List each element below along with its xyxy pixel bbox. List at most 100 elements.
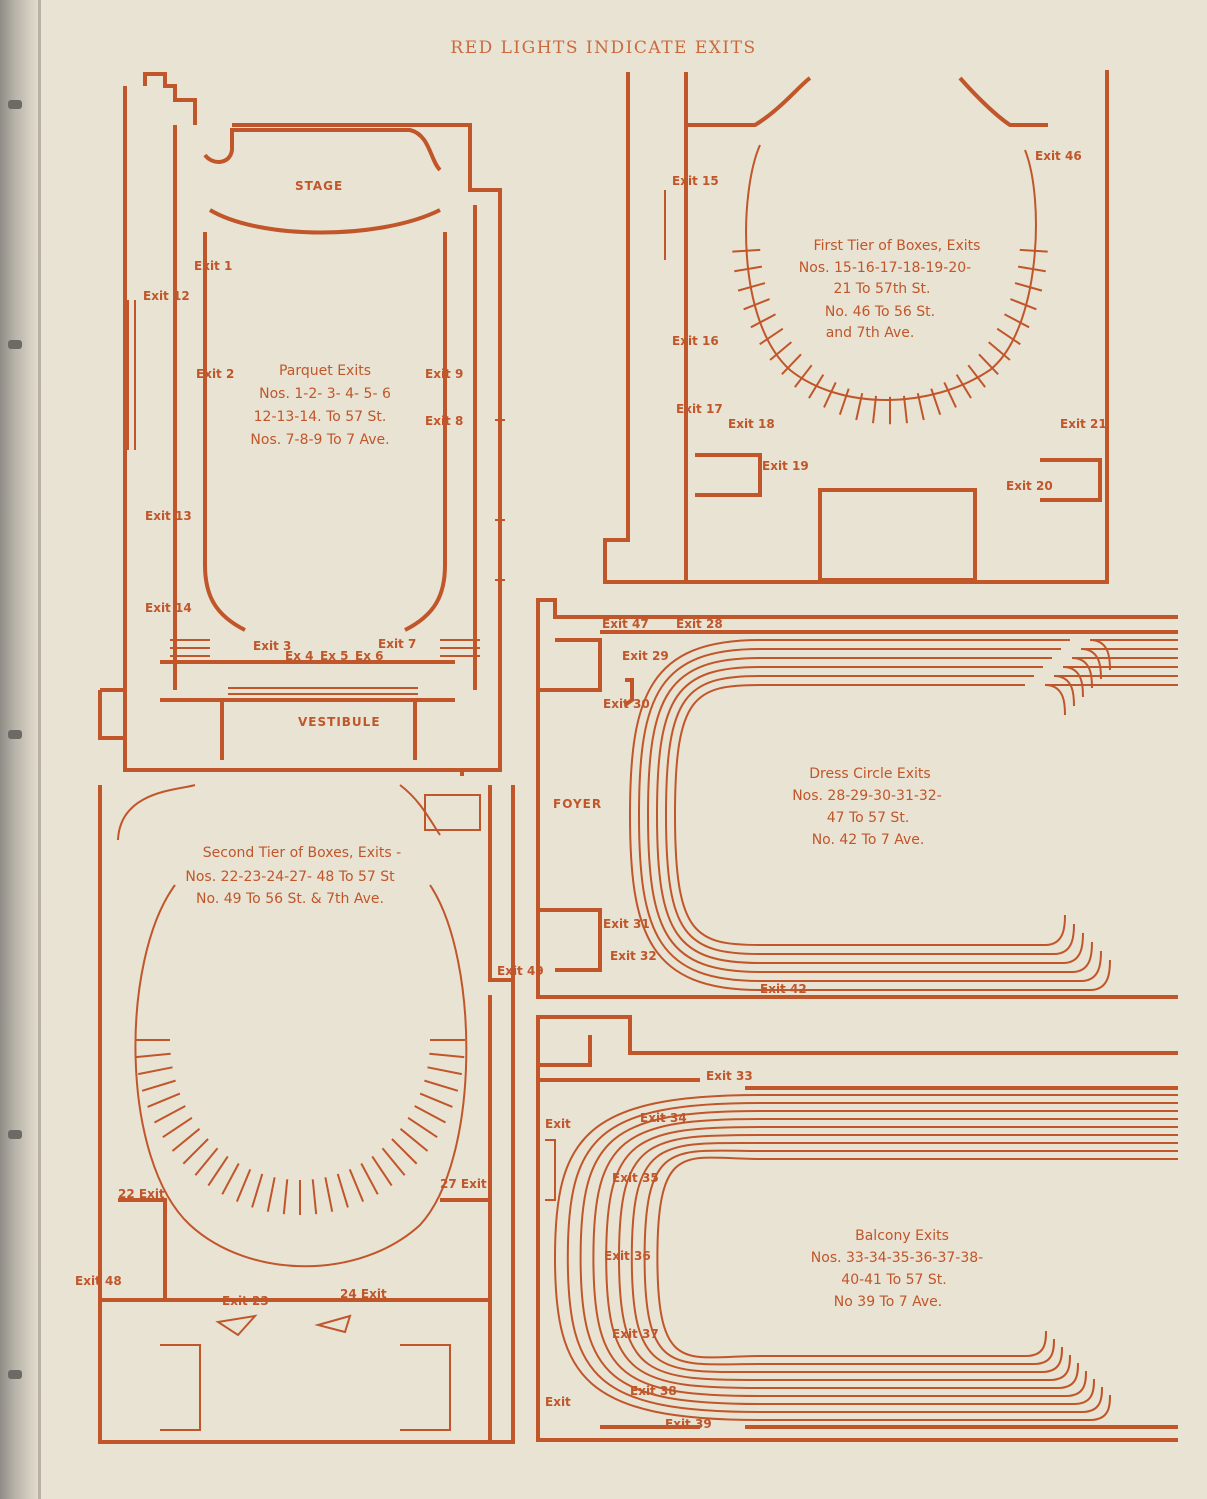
seat-row	[1080, 648, 1178, 680]
box-partition	[808, 374, 825, 399]
dress-circle-seat-rows	[628, 639, 1178, 991]
exit-label: Exit 2	[196, 367, 234, 381]
box-partition	[182, 1138, 209, 1165]
dress-circle-caption-line: 47 To 57 St.	[827, 810, 910, 826]
box-partition	[311, 1179, 318, 1215]
seat-row	[637, 648, 1102, 982]
exit-label: Exit 28	[676, 617, 723, 631]
parquet-caption-line: Nos. 1-2- 3- 4- 5- 6	[259, 386, 391, 402]
box-partition	[930, 388, 942, 416]
second-tier-caption-line: Nos. 22-23-24-27- 48 To 57 St	[185, 869, 395, 885]
first-tier-caption-line: Nos. 15-16-17-18-19-20-	[799, 260, 971, 276]
box-partition	[781, 353, 802, 375]
foyer-label: FOYER	[553, 797, 602, 811]
seat-row	[1044, 684, 1178, 716]
box-partition	[737, 282, 766, 292]
seat-row	[664, 675, 1075, 955]
box-partition	[955, 374, 972, 399]
exit-label: Exit 1	[194, 259, 232, 273]
seat-row	[1062, 666, 1178, 698]
exit-label: Exit 9	[425, 367, 463, 381]
staple-mark	[8, 340, 22, 349]
seat-row	[656, 1156, 1178, 1359]
dress-circle-caption-line: Nos. 28-29-30-31-32-	[792, 788, 942, 804]
exit-label: Exit 47	[602, 617, 649, 631]
box-partition	[794, 364, 813, 388]
seat-row	[566, 1102, 1178, 1413]
box-partition	[902, 395, 908, 424]
seat-row	[592, 1118, 1178, 1397]
staple-mark	[8, 730, 22, 739]
exit-label: Exit 8	[425, 414, 463, 428]
exit-label: Exit 30	[603, 697, 650, 711]
box-partition	[414, 1105, 446, 1124]
box-partition	[137, 1066, 173, 1076]
box-partition	[221, 1162, 240, 1195]
box-partition	[407, 1116, 438, 1139]
exit-label: Exit 12	[143, 289, 190, 303]
exit-label: Exit 15	[672, 174, 719, 188]
binding-strip	[0, 0, 40, 1499]
box-partition	[360, 1162, 379, 1195]
seat-row	[1089, 639, 1178, 671]
stage-outline	[203, 128, 442, 172]
second-tier-box-partitions	[135, 1039, 465, 1215]
exit-label: Ex 6	[355, 649, 383, 663]
dress-circle-caption-line: Dress Circle Exits	[809, 766, 930, 782]
second-tier-box-curve	[134, 884, 468, 1268]
first-tier-north-wall	[686, 76, 812, 127]
seat-row	[1053, 675, 1178, 707]
staple-mark	[8, 100, 22, 109]
parquet-caption-line: 12-13-14. To 57 St.	[254, 409, 387, 425]
box-partition	[336, 1173, 349, 1208]
first-tier-caption-line: First Tier of Boxes, Exits	[814, 238, 981, 254]
seat-row	[605, 1126, 1178, 1389]
box-partition	[282, 1179, 289, 1215]
auditorium-west-wall	[203, 232, 246, 632]
exit-label: Exit 39	[665, 1417, 712, 1431]
box-partition	[855, 392, 864, 421]
box-partition	[743, 298, 770, 311]
box-partition	[943, 382, 957, 408]
box-partition	[266, 1177, 276, 1212]
box-partition	[427, 1066, 463, 1076]
box-partition	[207, 1155, 229, 1187]
balcony-caption-line: Nos. 33-34-35-36-37-38-	[811, 1250, 983, 1266]
auditorium-east-wall	[404, 232, 447, 632]
exit-label: Exit 33	[706, 1069, 753, 1083]
exit-label: Exit 38	[630, 1384, 677, 1398]
parquet-plan	[98, 72, 502, 776]
box-partition	[1017, 265, 1046, 273]
box-partition	[996, 327, 1021, 346]
first-tier-box-partitions	[732, 248, 1048, 425]
binding-edge	[38, 0, 41, 1499]
box-partition	[838, 388, 850, 416]
box-partition	[732, 248, 761, 253]
staple-mark	[8, 1130, 22, 1139]
balcony-caption-line: 40-41 To 57 St.	[841, 1272, 946, 1288]
exit-label: Exit 21	[1060, 417, 1107, 431]
exit-label: Exit 13	[145, 509, 192, 523]
exit-label: Exit 34	[640, 1111, 687, 1125]
parquet-caption-line: Parquet Exits	[279, 363, 371, 379]
exit-label: Exit 23	[222, 1294, 269, 1308]
exit-label: Ex 5	[320, 649, 348, 663]
second-tier-outer-wall	[98, 785, 515, 1444]
first-tier-outer-wall	[603, 70, 1109, 584]
first-tier-caption-line: and 7th Ave.	[826, 325, 915, 341]
exit-label: Exit 42	[760, 982, 807, 996]
dress-circle-outer-wall	[536, 598, 1178, 999]
stage-label: STAGE	[295, 179, 343, 193]
box-partition	[171, 1128, 201, 1152]
exit-label: Exit 16	[672, 334, 719, 348]
exit-label: Exit 14	[145, 601, 192, 615]
box-partition	[916, 392, 925, 421]
exit-label: Exit 46	[1035, 149, 1082, 163]
box-partition	[769, 341, 792, 361]
exit-label: Exit 48	[75, 1274, 122, 1288]
exit-label: Exit 3	[253, 639, 291, 653]
exit-label: Ex 4	[285, 649, 313, 663]
box-partition	[154, 1105, 186, 1124]
exit-label: Exit 29	[622, 649, 669, 663]
